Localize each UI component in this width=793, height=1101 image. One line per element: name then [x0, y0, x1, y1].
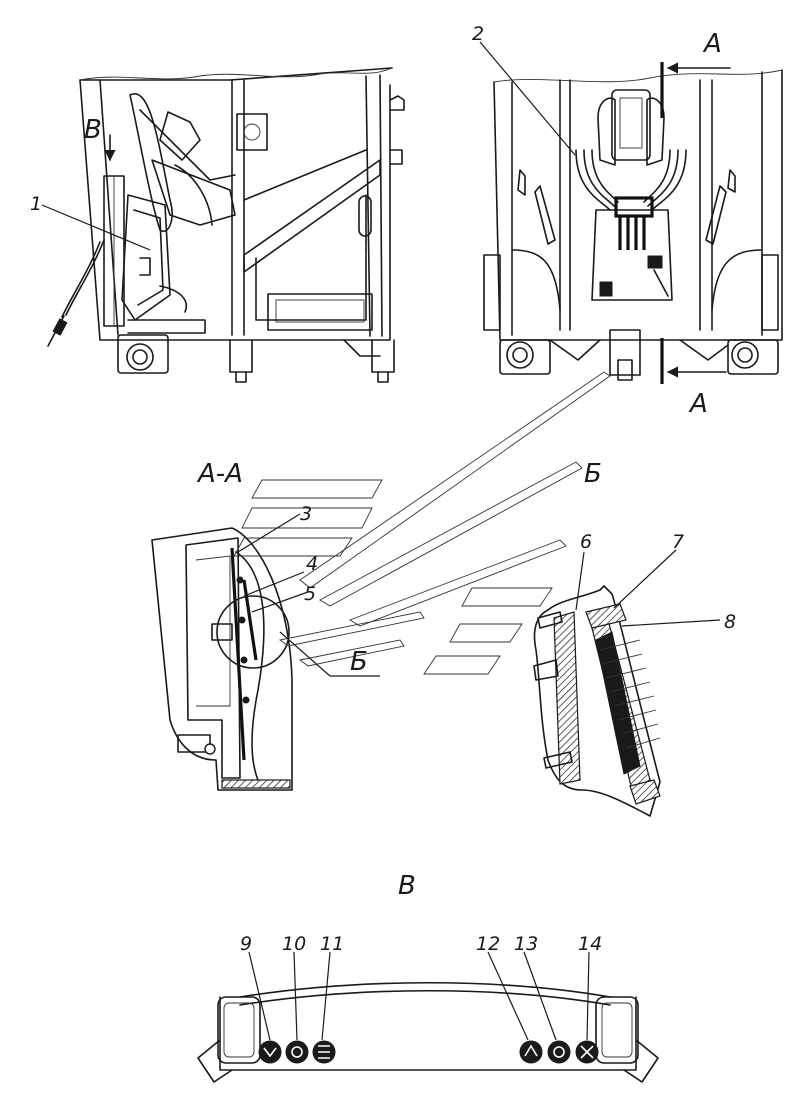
callout-11: 11 [320, 933, 344, 955]
callout-7: 7 [672, 531, 684, 553]
callout-8: 8 [724, 611, 736, 633]
callout-14: 14 [578, 933, 602, 955]
callout-5: 5 [304, 583, 316, 605]
view-v-title: В [398, 871, 416, 901]
callout-6: 6 [580, 531, 592, 553]
section-aa [151, 527, 293, 791]
leader-lines [41, 41, 721, 1041]
callout-4: 4 [306, 553, 318, 575]
cut-a-top-label: А [702, 29, 722, 59]
detail-b-marker: Б [350, 647, 368, 677]
section-aa-title: А-А [196, 459, 243, 489]
detail-b [533, 585, 661, 817]
callout-10: 10 [282, 933, 306, 955]
cut-a-bottom-label: А [688, 389, 708, 419]
view-v-marker: В [84, 115, 102, 145]
callout-12: 12 [476, 933, 500, 955]
view-v [197, 981, 659, 1083]
side-view [47, 67, 405, 383]
callout-2: 2 [472, 23, 484, 45]
labels: 1 2 3 4 5 6 7 8 9 10 11 12 13 14 В А А А… [30, 23, 736, 955]
callout-3: 3 [300, 503, 312, 525]
front-view [483, 62, 783, 384]
callout-13: 13 [514, 933, 538, 955]
callout-1: 1 [30, 193, 42, 215]
watermark-bands [233, 371, 611, 675]
callout-9: 9 [240, 933, 252, 955]
detail-b-title: Б [584, 459, 602, 489]
